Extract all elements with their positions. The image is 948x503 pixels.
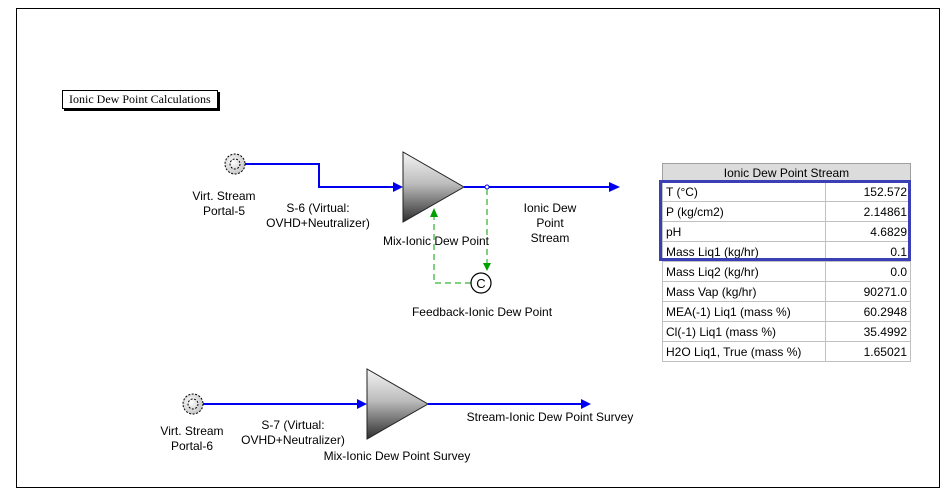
diagram-title: Ionic Dew Point Calculations [62, 90, 218, 109]
row-label: pH [662, 221, 826, 242]
row-value: 0.0 [825, 261, 911, 282]
label-stream-s7: S-7 (Virtual:OVHD+Neutralizer) [241, 418, 345, 447]
stream-property-table: Ionic Dew Point Stream T (°C)152.572 P (… [662, 163, 911, 362]
row-label: Mass Vap (kg/hr) [662, 281, 826, 302]
row-value: 152.572 [825, 181, 911, 202]
row-value: 0.1 [825, 241, 911, 262]
mixer-ionic-dew-point-survey-icon[interactable] [366, 368, 430, 440]
row-label: MEA(-1) Liq1 (mass %) [662, 301, 826, 322]
row-value: 90271.0 [825, 281, 911, 302]
row-label: Mass Liq2 (kg/hr) [662, 261, 826, 282]
row-value: 4.6829 [825, 221, 911, 242]
mixer-ionic-dew-point-icon[interactable] [402, 151, 466, 223]
row-label: Mass Liq1 (kg/hr) [662, 241, 826, 262]
table-row: MEA(-1) Liq1 (mass %)60.2948 [662, 301, 911, 322]
flowsheet-frame [16, 8, 940, 488]
row-label: T (°C) [662, 181, 826, 202]
row-value: 1.65021 [825, 341, 911, 362]
stream-ionic-dew-point-survey[interactable] [428, 399, 591, 409]
table-row: P (kg/cm2)2.14861 [662, 201, 911, 222]
controller-letter: C [476, 276, 485, 291]
stream-ionic-dew-point[interactable] [464, 182, 620, 192]
virtual-stream-portal-5-icon[interactable] [224, 153, 246, 175]
label-stream-s6: S-6 (Virtual:OVHD+Neutralizer) [266, 201, 370, 230]
table-row: Mass Liq2 (kg/hr)0.0 [662, 261, 911, 282]
table-row: Mass Liq1 (kg/hr)0.1 [662, 241, 911, 262]
row-value: 60.2948 [825, 301, 911, 322]
stream-s7[interactable] [203, 399, 367, 409]
label-mixer-ionic-dew-point: Mix-Ionic Dew Point [382, 234, 490, 248]
feedback-signal-lines [430, 189, 491, 284]
label-feedback-controller: Feedback-Ionic Dew Point [411, 305, 553, 319]
table-row: T (°C)152.572 [662, 181, 911, 202]
row-label: Cl(-1) Liq1 (mass %) [662, 321, 826, 342]
table-row: H2O Liq1, True (mass %)1.65021 [662, 341, 911, 362]
table-row: Cl(-1) Liq1 (mass %)35.4992 [662, 321, 911, 342]
label-mixer-ionic-dew-point-survey: Mix-Ionic Dew Point Survey [323, 449, 471, 463]
property-table-title: Ionic Dew Point Stream [662, 163, 911, 182]
row-value: 2.14861 [825, 201, 911, 222]
row-label: H2O Liq1, True (mass %) [662, 341, 826, 362]
row-label: P (kg/cm2) [662, 201, 826, 222]
row-value: 35.4992 [825, 321, 911, 342]
table-row: Mass Vap (kg/hr)90271.0 [662, 281, 911, 302]
label-stream-ionic-dew-point-survey: Stream-Ionic Dew Point Survey [466, 410, 634, 424]
stream-s6[interactable] [245, 163, 403, 192]
feedback-controller-icon[interactable]: C [470, 272, 492, 294]
virtual-stream-portal-6-icon[interactable] [182, 393, 204, 415]
